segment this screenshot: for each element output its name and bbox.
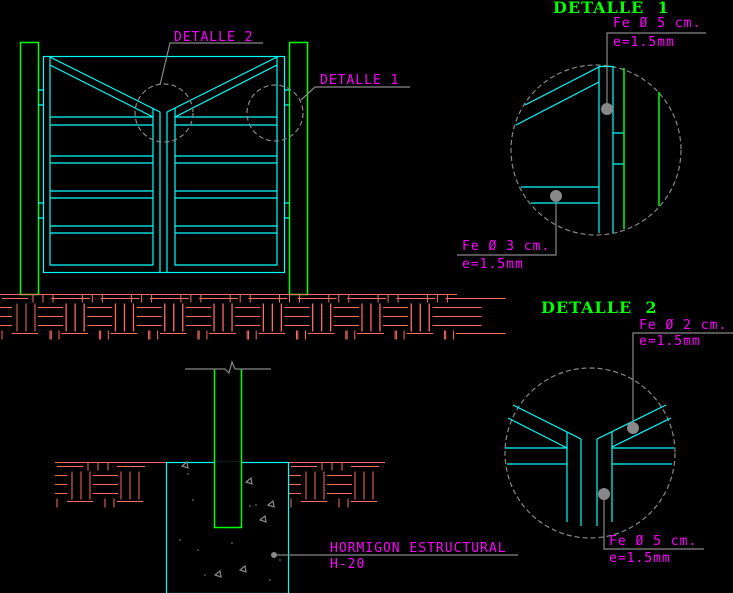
aggregate-mark	[244, 476, 253, 485]
aggregate-mark	[187, 473, 189, 475]
aggregate-mark	[266, 499, 275, 508]
aggregate-mark	[180, 460, 189, 469]
detail2-callout: DETALLE 2	[174, 30, 253, 45]
detail2-title: DETALLE 2	[541, 298, 657, 317]
footing-grade-label: H-20	[330, 557, 365, 572]
aggregate-mark	[179, 539, 181, 541]
footing-section: HORMIGON ESTRUCTURAL H-20	[55, 360, 518, 593]
detail1-title: DETALLE 1	[553, 0, 669, 17]
detail1: DETALLE 1 Fe Ø 5 cm. e=1.5mm Fe Ø 3 cm. …	[457, 0, 706, 272]
detail1-frame	[515, 65, 624, 233]
detail1-leader	[300, 86, 410, 101]
center-stile	[159, 112, 168, 272]
soil-right	[289, 462, 385, 508]
right-post	[288, 41, 309, 296]
aggregate-mark	[238, 564, 247, 573]
detail1-top-thickness: e=1.5mm	[613, 35, 675, 50]
detail2-bottom-thickness: e=1.5mm	[609, 551, 671, 566]
detail2-leader	[159, 42, 263, 86]
detail2-top-spec: Fe Ø 2 cm.	[639, 318, 727, 333]
detail1-bottom-thickness: e=1.5mm	[462, 257, 524, 272]
detail1-bottom-spec: Fe Ø 3 cm.	[462, 239, 550, 254]
break-line	[185, 360, 271, 375]
detail2-bottom-leader	[603, 494, 704, 550]
aggregate-mark	[279, 559, 281, 561]
detail2-circle	[504, 367, 676, 539]
detail2-top-leader	[632, 332, 733, 428]
footing-material-label: HORMIGON ESTRUCTURAL	[330, 541, 507, 556]
left-leaf	[49, 56, 161, 266]
detail2: DETALLE 2 Fe Ø 2 cm. e=1.5mm Fe Ø 5 cm. …	[504, 298, 733, 566]
detail2-frame	[505, 404, 674, 526]
detail1-bottom-leader	[457, 196, 557, 256]
detail2-top-thickness: e=1.5mm	[639, 334, 701, 349]
right-leaf	[166, 56, 278, 266]
detail1-circle	[510, 64, 682, 236]
embedded-post	[213, 369, 243, 529]
detail1-post	[623, 68, 660, 229]
aggregate-mark	[197, 549, 199, 551]
detail2-bottom-spec: Fe Ø 5 cm.	[609, 534, 697, 549]
ground-brick-band	[0, 294, 506, 340]
detail1-top-leader	[606, 32, 706, 109]
aggregate-mark	[255, 504, 257, 506]
detail1-top-spec: Fe Ø 5 cm.	[613, 16, 701, 31]
aggregate-mark	[249, 505, 251, 507]
detail1-callout: DETALLE 1	[320, 73, 399, 88]
hinges	[38, 89, 289, 219]
gate-outer-frame	[42, 55, 286, 274]
gate-elevation: DETALLE 2 DETALLE 1	[19, 30, 410, 296]
aggregate-mark	[258, 514, 267, 523]
aggregate-mark	[269, 579, 271, 581]
detail1-marker-circle	[246, 84, 304, 142]
left-post	[19, 41, 40, 296]
aggregate-mark	[204, 574, 206, 576]
aggregate-mark	[192, 499, 194, 501]
concrete-aggregate	[179, 460, 281, 581]
detail2-marker-circle	[134, 83, 194, 143]
aggregate-mark	[231, 542, 233, 544]
aggregate-mark	[213, 569, 222, 578]
soil-left	[55, 462, 166, 508]
